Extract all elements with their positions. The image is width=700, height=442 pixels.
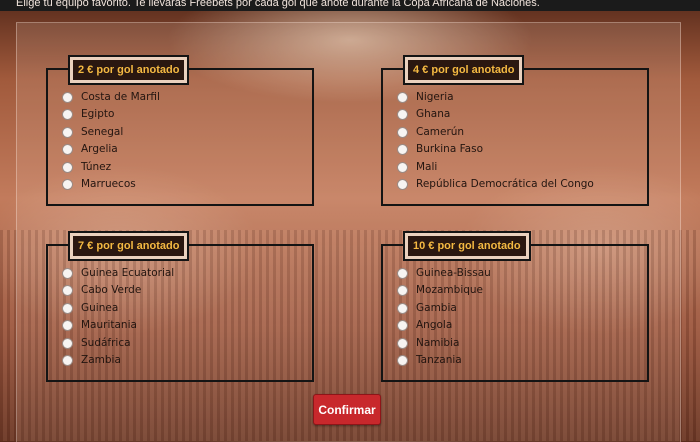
radio-button[interactable] [397,178,408,190]
group-badge: 4 € por gol anotado [403,55,525,85]
top-bar [0,0,700,11]
intro-text: Elige tu equipo favorito. Te llevarás Fr… [16,0,540,9]
radio-button[interactable] [62,337,73,349]
team-option[interactable]: Mauritania [62,318,137,332]
team-label: Senegal [81,126,124,138]
team-option[interactable]: República Democrática del Congo [397,177,594,191]
team-label: Ghana [416,108,451,120]
team-option[interactable]: Namibia [397,336,459,350]
team-option[interactable]: Guinea-Bissau [397,266,491,280]
team-label: Zambia [81,354,121,366]
radio-button[interactable] [62,354,73,366]
team-option[interactable]: Sudáfrica [62,336,131,350]
radio-button[interactable] [62,319,73,331]
radio-button[interactable] [397,108,408,120]
team-label: Cabo Verde [81,284,142,296]
team-option[interactable]: Senegal [62,125,123,139]
team-option[interactable]: Angola [397,318,452,332]
team-option[interactable]: Guinea Ecuatorial [62,266,174,280]
team-label: Sudáfrica [81,337,131,349]
team-option[interactable]: Argelia [62,142,118,156]
radio-button[interactable] [62,91,73,103]
radio-button[interactable] [62,267,73,279]
group-10-euro: 10 € por gol anotado Guinea-Bissau Mozam… [381,231,649,382]
radio-button[interactable] [62,178,73,190]
team-label: Túnez [81,161,112,173]
team-option[interactable]: Gambia [397,301,457,315]
group-7-euro: 7 € por gol anotado Guinea Ecuatorial Ca… [46,231,314,382]
group-4-euro: 4 € por gol anotado Nigeria Ghana Camerú… [381,55,649,206]
radio-button[interactable] [397,354,408,366]
team-label: Guinea-Bissau [416,267,491,279]
team-label: Namibia [416,337,460,349]
group-badge: 2 € por gol anotado [68,55,190,85]
team-option[interactable]: Mozambique [397,283,483,297]
team-label: República Democrática del Congo [416,178,594,190]
team-option[interactable]: Nigeria [397,90,454,104]
team-label: Mauritania [81,319,137,331]
team-label: Mozambique [416,284,484,296]
radio-button[interactable] [397,143,408,155]
team-option[interactable]: Egipto [62,107,114,121]
team-option[interactable]: Túnez [62,160,111,174]
group-badge: 7 € por gol anotado [68,231,190,261]
team-option[interactable]: Costa de Marfil [62,90,160,104]
team-label: Guinea Ecuatorial [81,267,175,279]
team-option[interactable]: Guinea [62,301,118,315]
radio-button[interactable] [397,337,408,349]
radio-button[interactable] [62,284,73,296]
radio-button[interactable] [397,319,408,331]
team-label: Costa de Marfil [81,91,160,103]
group-2-euro: 2 € por gol anotado Costa de Marfil Egip… [46,55,314,206]
team-option[interactable]: Tanzania [397,353,462,367]
team-option[interactable]: Marruecos [62,177,136,191]
radio-button[interactable] [397,302,408,314]
team-option[interactable]: Mali [397,160,437,174]
radio-button[interactable] [62,108,73,120]
team-label: Marruecos [81,178,136,190]
team-option[interactable]: Camerún [397,125,464,139]
radio-button[interactable] [62,143,73,155]
team-label: Gambia [416,302,457,314]
team-label: Mali [416,161,438,173]
radio-button[interactable] [397,161,408,173]
confirm-button[interactable]: Confirmar [313,394,381,425]
team-label: Camerún [416,126,465,138]
radio-button[interactable] [62,126,73,138]
team-label: Burkina Faso [416,143,484,155]
team-option[interactable]: Zambia [62,353,121,367]
team-label: Nigeria [416,91,454,103]
team-option[interactable]: Ghana [397,107,450,121]
team-option[interactable]: Cabo Verde [62,283,141,297]
radio-button[interactable] [397,284,408,296]
radio-button[interactable] [397,267,408,279]
radio-button[interactable] [62,161,73,173]
team-option[interactable]: Burkina Faso [397,142,483,156]
team-label: Angola [416,319,453,331]
team-label: Guinea [81,302,119,314]
radio-button[interactable] [62,302,73,314]
team-label: Tanzania [416,354,462,366]
group-badge: 10 € por gol anotado [403,231,531,261]
team-label: Egipto [81,108,115,120]
team-label: Argelia [81,143,118,155]
radio-button[interactable] [397,126,408,138]
radio-button[interactable] [397,91,408,103]
